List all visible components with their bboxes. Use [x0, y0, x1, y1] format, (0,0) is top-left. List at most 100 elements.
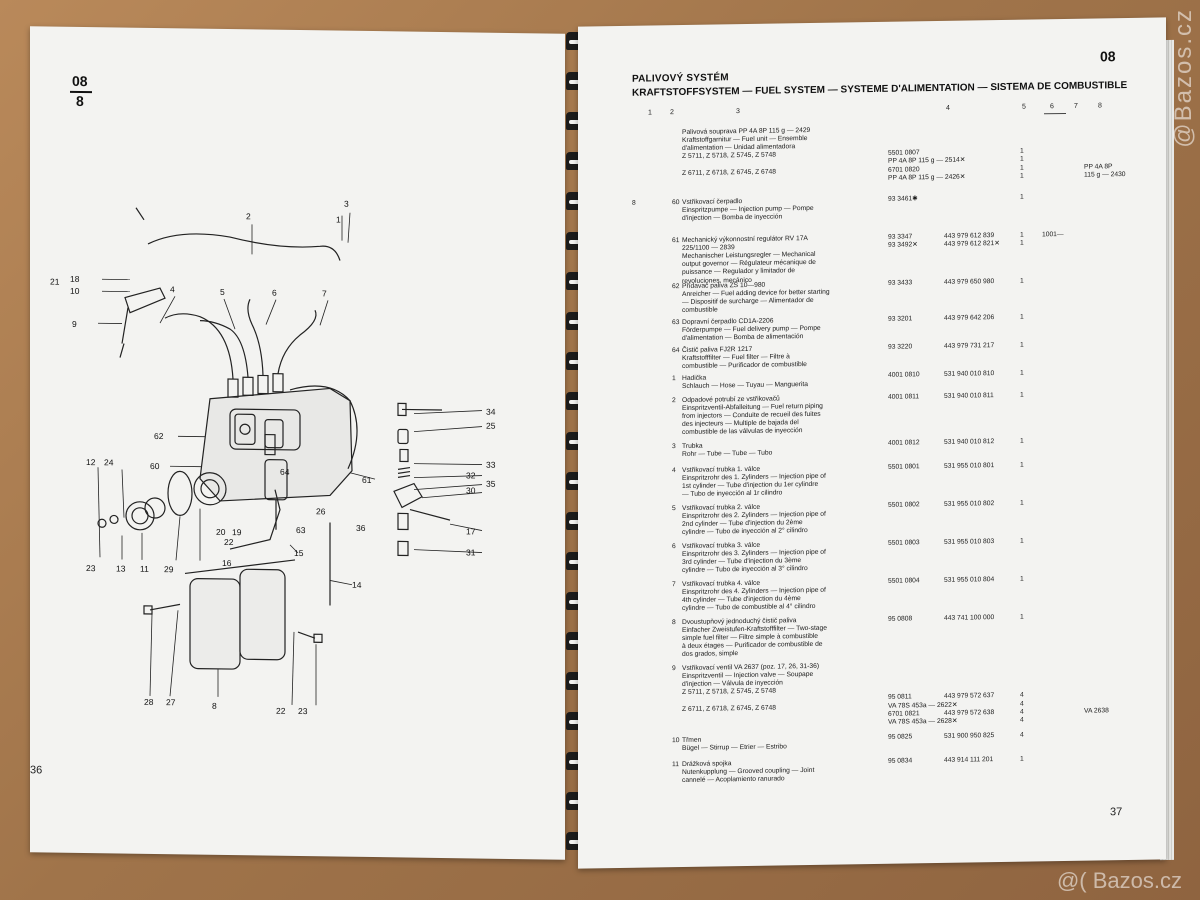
callout-32: 31 [466, 547, 476, 557]
row-quantity: 4 [1020, 700, 1024, 708]
row-position: 6 [672, 543, 676, 551]
row-description: Mechanický výkonnostní regulátor RV 17A [682, 235, 808, 244]
row-catalog-number: 531 900 950 825 [944, 732, 995, 740]
row-description: Z 6711, Z 6718, Z 6745, Z 6748 [682, 168, 776, 177]
row-order-code: 93 3220 [888, 343, 913, 351]
row-quantity: 1 [1020, 613, 1024, 621]
row-order-code: 93 3433 [888, 279, 913, 287]
row-order-code: 93 3492✕ [888, 241, 918, 249]
row-description: Rohr — Tube — Tube — Tubo [682, 449, 773, 459]
row-description: dos grados, simple [682, 650, 739, 659]
row-catalog-number: 443 979 731 217 [944, 342, 995, 350]
row-catalog-number: 443 979 612 821✕ [944, 240, 1000, 248]
callout-28: 27 [166, 697, 176, 707]
exploded-view-diagram: 2 3 1 18 21 10 9 4 5 6 7 62 60 64 61 12 … [50, 199, 496, 716]
row-quantity: 1 [1020, 391, 1024, 399]
callout-5: 5 [220, 287, 225, 297]
callout-30: 29 [164, 564, 174, 574]
row-quantity: 1 [1020, 755, 1024, 763]
row-quantity: 4 [1020, 692, 1024, 700]
row-description: cylindre — Tubo de inyección al 2° cilin… [682, 527, 808, 537]
callout-35: 34 [486, 407, 496, 417]
row-quantity: 1 [1020, 313, 1024, 321]
row-quantity: 1 [1020, 461, 1024, 469]
callout-20: 20 [216, 527, 226, 537]
row-order-code: 95 0825 [888, 733, 913, 741]
row-position: 4 [672, 467, 676, 475]
row-order-code: PP 4A 8P 115 g — 2514✕ [888, 156, 966, 166]
row-description: Schlauch — Hose — Tuyau — Manguerita [682, 381, 809, 391]
callout-2: 2 [246, 211, 251, 221]
callout-19: 19 [232, 527, 242, 537]
callout-7: 7 [322, 288, 327, 298]
row-order-code: 4001 0811 [888, 393, 920, 401]
row-description: cannelé — Acoplamiento ranurado [682, 775, 785, 785]
row-description: cylindre — Tubo de inyección al 3° cilin… [682, 565, 808, 575]
callout-26: 25 [486, 421, 496, 431]
row-quantity: 1 [1020, 369, 1024, 377]
row-quantity: 4 [1020, 731, 1024, 739]
callout-11: 11 [140, 564, 149, 574]
row-description: — Tubo de inyección al 1r cilindro [682, 489, 783, 499]
row-position: 7 [672, 581, 676, 589]
callout-24: 23 [298, 706, 308, 716]
callout-31: 30 [466, 485, 476, 495]
right-page: 08 PALIVOVÝ SYSTÉM KRAFTSTOFFSYSTEM — FU… [578, 17, 1166, 869]
callout-3: 3 [344, 199, 349, 209]
row-quantity: 1 [1020, 437, 1024, 445]
row-description: Z 5711, Z 5718, Z 5745, Z 5748 [682, 687, 776, 697]
row-catalog-number: 531 940 010 810 [944, 370, 995, 378]
row-catalog-number: 531 955 010 804 [944, 576, 995, 584]
row-figure-number: 8 [632, 199, 636, 207]
row-position: 61 [672, 237, 680, 245]
row-description: Bügel — Stirrup — Etrier — Estribo [682, 743, 787, 753]
row-order-code: 4001 0812 [888, 439, 920, 447]
callout-37: 36 [356, 523, 366, 533]
callout-29: 28 [144, 697, 154, 707]
callout-17: 17 [466, 526, 476, 536]
callout-64: 63 [296, 525, 306, 535]
callout-4: 4 [170, 284, 175, 294]
row-quantity: 4 [1020, 708, 1024, 716]
row-remark: VA 2638 [1084, 706, 1109, 715]
callout-1: 1 [336, 215, 341, 225]
row-order-code: VA 78S 453a — 2628✕ [888, 717, 958, 726]
row-position: 11 [672, 761, 679, 769]
row-quantity: 1 [1020, 239, 1024, 247]
row-position: 8 [672, 619, 676, 627]
callout-27: 26 [316, 506, 326, 516]
row-position: 63 [672, 319, 680, 327]
row-order-code: 5501 0802 [888, 501, 920, 509]
callout-22a: 22 [224, 537, 234, 547]
row-quantity: 1 [1020, 277, 1024, 285]
row-catalog-number: 443 979 572 637 [944, 692, 995, 701]
row-description: d'injection — Bomba de inyección [682, 213, 783, 223]
row-quantity: 1 [1020, 193, 1024, 201]
callout-10: 10 [70, 286, 80, 296]
callout-15: 15 [294, 548, 304, 558]
row-description: combustible [682, 306, 718, 315]
row-position: 9 [672, 665, 676, 673]
row-quantity: 1 [1020, 231, 1024, 239]
row-position: 5 [672, 505, 676, 513]
row-order-code: 5501 0804 [888, 577, 920, 585]
row-quantity: 1 [1020, 575, 1024, 583]
row-note: 1001— [1042, 230, 1064, 239]
callout-61: 61 [362, 475, 372, 485]
row-catalog-number: 531 940 010 811 [944, 392, 994, 400]
row-remark: 115 g — 2430 [1084, 170, 1126, 179]
